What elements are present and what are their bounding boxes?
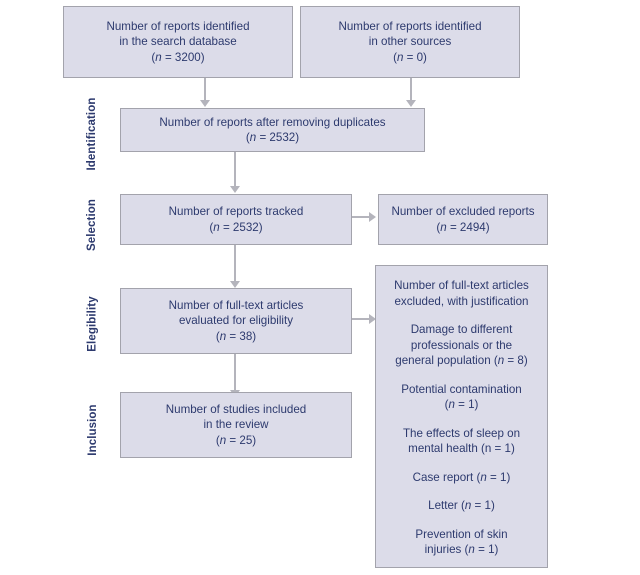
stage-label-inclusion-text: Inclusion — [87, 404, 99, 456]
node-records-identified-database: Number of reports identified in the sear… — [63, 6, 293, 78]
arrow-duplicates-to-tracked — [230, 186, 240, 193]
node-count: general population (n = 8) — [395, 354, 528, 367]
node-count: (n = 2532) — [245, 131, 300, 144]
node-count: (n = 2532) — [209, 220, 263, 234]
node-count: (n = 38) — [215, 329, 257, 343]
arrow-tracked-to-excluded — [369, 212, 376, 222]
n-symbol: n — [448, 398, 455, 411]
node-count: (n = 0) — [393, 50, 427, 64]
node-line: professionals or the — [410, 338, 513, 352]
arrow-tracked-to-fulltext — [230, 281, 240, 288]
node-line: Prevention of skin — [415, 527, 508, 541]
node-line: in the review — [203, 418, 269, 432]
n-symbol: n — [396, 50, 404, 64]
exclusion-reason-case-report: Case report (n = 1) — [382, 470, 541, 486]
n-symbol: n — [219, 329, 227, 343]
node-line: Number of reports identified — [338, 19, 482, 33]
node-reports-excluded: Number of excluded reports (n = 2494) — [378, 194, 548, 245]
arrow-fulltext-to-exclusion-list — [369, 314, 376, 324]
exclusion-reason-damage-professionals: Damage to different professionals or the… — [382, 322, 541, 369]
n-symbol: n — [440, 220, 447, 234]
connector-other-to-duplicates — [410, 78, 412, 102]
n-symbol: n — [155, 50, 162, 64]
node-line: in the search database — [119, 35, 237, 49]
node-count: (n = 1) — [444, 398, 479, 411]
node-line: Number of reports tracked — [168, 205, 304, 218]
node-count: mental health (n = 1) — [408, 442, 515, 455]
n-symbol: n — [468, 543, 475, 556]
arrow-database-to-duplicates — [200, 100, 210, 107]
connector-fulltext-to-exclusion-list — [352, 318, 372, 320]
node-line: Number of reports after removing duplica… — [159, 115, 386, 129]
n-symbol: n — [464, 499, 472, 512]
node-line: Number of studies included — [165, 402, 307, 416]
exclusion-reason-sleep-mental-health: The effects of sleep on mental health (n… — [382, 426, 541, 457]
node-count: injuries (n = 1) — [424, 543, 499, 556]
stage-label-identification-text: Identification — [86, 97, 98, 171]
node-line: Number of full-text articles — [168, 298, 304, 312]
connector-duplicates-to-tracked — [234, 152, 236, 188]
connector-tracked-to-fulltext — [234, 245, 236, 283]
arrow-other-to-duplicates — [406, 100, 416, 107]
node-studies-included: Number of studies included in the review… — [120, 392, 352, 458]
node-count: Case report (n = 1) — [412, 470, 511, 484]
node-line: excluded, with justification — [394, 294, 529, 308]
stage-label-eligibility-text: Elegibility — [86, 296, 99, 352]
node-line: Potential contamination — [401, 382, 522, 396]
exclusion-heading: Number of full-text articles excluded, w… — [382, 278, 541, 309]
stage-label-eligibility: Elegibility — [87, 287, 99, 362]
node-count: (n = 2494) — [436, 220, 490, 234]
n-symbol: n — [497, 354, 505, 367]
node-reports-tracked: Number of reports tracked (n = 2532) — [120, 194, 352, 245]
node-line: Number of reports identified — [106, 19, 250, 33]
stage-label-selection: Selection — [86, 190, 98, 260]
node-line: Damage to different — [410, 323, 513, 336]
node-line: The effects of sleep on — [402, 426, 521, 440]
n-symbol: n — [249, 131, 257, 144]
node-line: Number of excluded reports — [391, 205, 535, 218]
node-line: in other sources — [368, 35, 452, 49]
node-line: Number of full-text articles — [394, 279, 529, 292]
stage-label-selection-text: Selection — [86, 198, 98, 252]
connector-database-to-duplicates — [204, 78, 206, 102]
n-symbol: n — [480, 470, 487, 484]
exclusion-reason-letter: Letter (n = 1) — [382, 498, 541, 514]
connector-tracked-to-excluded — [352, 216, 372, 218]
node-line: evaluated for eligibility — [178, 314, 294, 328]
node-duplicates-removed: Number of reports after removing duplica… — [120, 108, 425, 152]
node-count: (n = 25) — [215, 433, 257, 447]
node-count: Letter (n = 1) — [428, 499, 495, 512]
n-symbol: n — [219, 433, 227, 447]
node-fulltext-excluded-list: Number of full-text articles excluded, w… — [375, 265, 548, 568]
stage-label-inclusion: Inclusion — [87, 395, 99, 465]
n-symbol: n — [213, 220, 220, 234]
exclusion-reason-potential-contamination: Potential contamination (n = 1) — [382, 382, 541, 413]
node-fulltext-evaluated: Number of full-text articles evaluated f… — [120, 288, 352, 354]
stage-label-identification: Identification — [86, 89, 98, 179]
exclusion-reason-prevention-skin-injuries: Prevention of skin injuries (n = 1) — [382, 527, 541, 558]
node-count: (n = 3200) — [151, 50, 205, 64]
node-records-identified-other: Number of reports identified in other so… — [300, 6, 520, 78]
connector-fulltext-to-included — [234, 354, 236, 392]
